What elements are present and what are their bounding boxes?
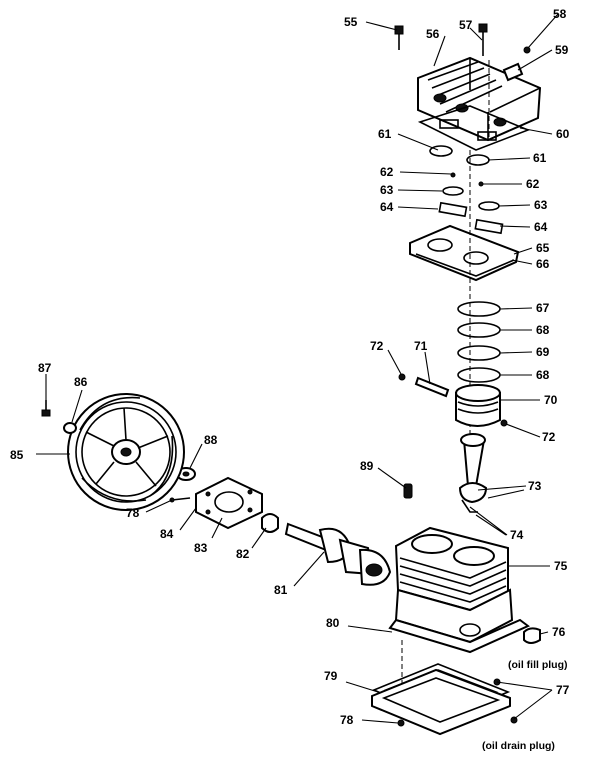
label-83: 83 bbox=[194, 541, 208, 555]
crankcase bbox=[388, 526, 530, 654]
crankshaft bbox=[284, 522, 392, 586]
reed-valve-parts bbox=[429, 145, 504, 235]
label-73: 73 bbox=[528, 479, 542, 493]
note-oil-fill-plug: (oil fill plug) bbox=[508, 659, 567, 671]
label-67: 67 bbox=[536, 301, 550, 315]
label-61-left: 61 bbox=[378, 127, 392, 141]
label-79: 79 bbox=[324, 669, 338, 683]
label-87: 87 bbox=[38, 361, 52, 375]
label-78-left: 78 bbox=[126, 506, 140, 520]
label-78-bottom: 78 bbox=[340, 713, 354, 727]
flywheel-bolt bbox=[41, 400, 51, 417]
label-64-right: 64 bbox=[534, 220, 548, 234]
part-labels: 55 56 57 58 59 60 61 61 62 62 63 63 64 6… bbox=[10, 7, 570, 752]
label-68-lower: 68 bbox=[536, 368, 550, 382]
label-72-left: 72 bbox=[370, 339, 384, 353]
label-59: 59 bbox=[555, 43, 569, 57]
label-57: 57 bbox=[459, 18, 473, 32]
label-71: 71 bbox=[414, 339, 428, 353]
base-plate bbox=[371, 668, 511, 736]
piston bbox=[455, 384, 501, 427]
label-85: 85 bbox=[10, 448, 24, 462]
label-75: 75 bbox=[554, 559, 568, 573]
bearing-cover bbox=[195, 476, 263, 530]
label-55: 55 bbox=[344, 15, 358, 29]
label-88: 88 bbox=[204, 433, 218, 447]
cover-bolt bbox=[169, 497, 191, 503]
label-80: 80 bbox=[326, 616, 340, 630]
plug-washer bbox=[523, 46, 531, 54]
label-63-left: 63 bbox=[380, 183, 394, 197]
connecting-rod bbox=[458, 432, 488, 513]
label-58: 58 bbox=[553, 7, 567, 21]
oil-fill-plug bbox=[523, 627, 541, 644]
label-56: 56 bbox=[426, 27, 440, 41]
label-69: 69 bbox=[536, 345, 550, 359]
valve-plate bbox=[409, 224, 520, 282]
label-66: 66 bbox=[536, 257, 550, 271]
label-81: 81 bbox=[274, 583, 288, 597]
small-plug bbox=[403, 483, 413, 499]
label-72-right: 72 bbox=[542, 430, 556, 444]
leader-lines bbox=[36, 13, 559, 724]
flywheel-washer bbox=[63, 422, 77, 434]
label-65: 65 bbox=[536, 241, 550, 255]
label-68-upper: 68 bbox=[536, 323, 550, 337]
head-bolt-center bbox=[478, 23, 488, 56]
label-86: 86 bbox=[74, 375, 88, 389]
label-70: 70 bbox=[544, 393, 558, 407]
label-84: 84 bbox=[160, 527, 174, 541]
label-77: 77 bbox=[556, 683, 570, 697]
label-61-right: 61 bbox=[533, 151, 547, 165]
note-oil-drain-plug: (oil drain plug) bbox=[482, 740, 555, 752]
bearing bbox=[261, 513, 279, 533]
label-62-left: 62 bbox=[380, 165, 394, 179]
label-62-right: 62 bbox=[526, 177, 540, 191]
wrist-pin bbox=[414, 376, 450, 398]
label-82: 82 bbox=[236, 547, 250, 561]
plug bbox=[502, 62, 524, 82]
label-60: 60 bbox=[556, 127, 570, 141]
label-89: 89 bbox=[360, 459, 374, 473]
label-63-right: 63 bbox=[534, 198, 548, 212]
piston-rings bbox=[457, 301, 501, 383]
label-64-left: 64 bbox=[380, 200, 394, 214]
label-76: 76 bbox=[552, 625, 566, 639]
label-74: 74 bbox=[510, 528, 524, 542]
flywheel bbox=[67, 393, 185, 511]
